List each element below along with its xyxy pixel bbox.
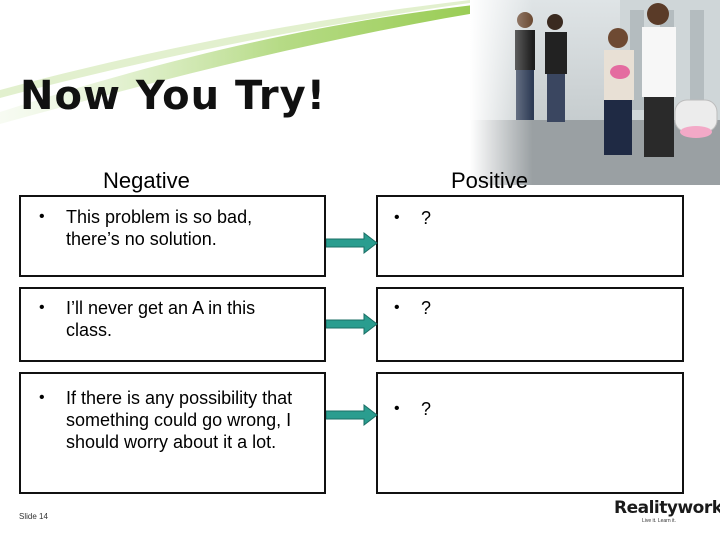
positive-box-1 (376, 195, 684, 277)
logo-wordmark: Realityworks (614, 498, 720, 518)
positive-box-3 (376, 372, 684, 494)
realityworks-logo: Realityworks Live it. Learn it. (614, 498, 720, 524)
negative-box-2 (19, 287, 326, 362)
positive-bullet-3: • (394, 400, 400, 417)
positive-bullet-1: • (394, 209, 400, 226)
arrow-right-icon (326, 232, 378, 254)
negative-statement-3: If there is any possibility that somethi… (66, 388, 293, 452)
negative-bullet-2: • (39, 299, 45, 316)
positive-statement-1: ? (421, 208, 432, 228)
logo-tagline: Live it. Learn it. (642, 518, 676, 524)
slide-number: Slide 14 (19, 512, 48, 521)
positive-bullet-2: • (394, 299, 400, 316)
arrow-right-icon (326, 313, 378, 335)
negative-bullet-1: • (39, 208, 45, 225)
arrow-right-icon (326, 404, 378, 426)
negative-statement-1: This problem is so bad, there’s no solut… (66, 207, 253, 249)
slide-title: Now You Try! (20, 73, 326, 119)
negative-box-1 (19, 195, 326, 277)
negative-heading: Negative (103, 168, 190, 193)
negative-statement-2: I’ll never get an A in this class. (66, 298, 256, 340)
negative-bullet-3: • (39, 389, 45, 406)
positive-statement-2: ? (421, 298, 432, 318)
positive-heading: Positive (451, 168, 529, 193)
positive-statement-3: ? (421, 399, 432, 419)
negative-box-3 (19, 372, 326, 494)
positive-box-2 (376, 287, 684, 362)
students-photo (470, 0, 720, 185)
